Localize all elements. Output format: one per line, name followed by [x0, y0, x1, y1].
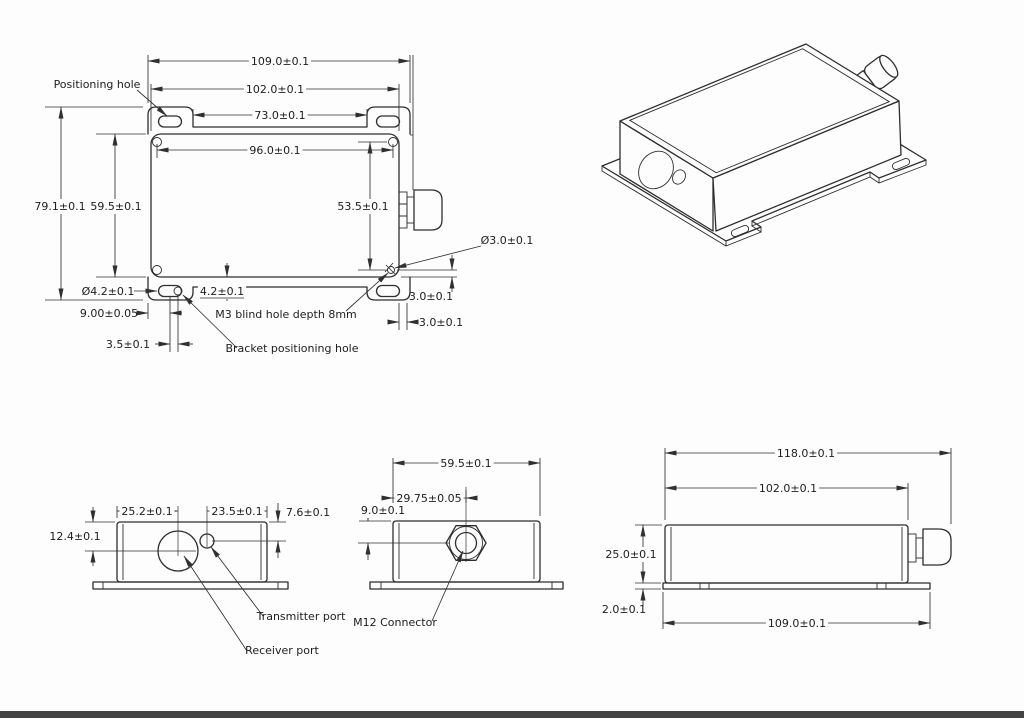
label-receiver-port: Receiver port: [183, 555, 319, 657]
dim-body-length-text: 102.0±0.1: [759, 482, 817, 495]
dim-m12-body-width: 59.5±0.1: [392, 456, 541, 516]
isometric-view: [601, 43, 927, 247]
front-body: [116, 521, 268, 583]
dim-slot-diameter-text: Ø4.2±0.1: [82, 285, 135, 298]
dim-body-height: 25.0±0.1: [603, 524, 662, 584]
dim-body-width: 102.0±0.1: [150, 82, 400, 131]
bracket-positioning-hole: [173, 286, 183, 296]
dim-overall-depth-text: 79.1±0.1: [34, 200, 85, 213]
side-body: [664, 524, 909, 584]
dim-m12-height: 9.0±0.1: [358, 503, 408, 560]
dim-transmitter-offset-text: 23.5±0.1: [211, 505, 262, 518]
dim-body-length: 102.0±0.1: [664, 481, 909, 520]
dim-pin-edge-offset-horizontal: 3.0±0.1: [387, 303, 463, 330]
dim-overall-width-text: 109.0±0.1: [251, 55, 309, 68]
dim-pin-hole-diameter: Ø3.0±0.1: [394, 234, 534, 269]
dim-receiver-offset-text: 25.2±0.1: [121, 505, 172, 518]
dim-pin-edge-offset-horizontal-text: 3.0±0.1: [419, 316, 463, 329]
label-positioning-hole: Positioning hole: [54, 78, 168, 117]
dim-pin-edge-offset-vertical: 3.0±0.1: [397, 255, 457, 303]
dim-body-depth-text: 59.5±0.1: [90, 200, 141, 213]
dim-bracket-thickness: 2.0±0.1: [602, 588, 661, 616]
iso-top-face: [619, 43, 900, 179]
bracket-bottom-strip: [147, 276, 411, 301]
label-bracket-positioning-hole: Bracket positioning hole: [182, 294, 359, 355]
dim-m12-offset-text: 29.75±0.05: [396, 492, 461, 505]
dim-slot-offset-text: 9.00±0.05: [80, 307, 138, 320]
label-m3-note: M3 blind hole depth 8mm: [215, 272, 389, 321]
bottom-edge-bar: [0, 711, 1024, 718]
dim-hole-spacing-horizontal-text: 96.0±0.1: [249, 144, 300, 157]
label-transmitter-port-text: Transmitter port: [256, 610, 346, 623]
dim-hole-spacing-horizontal: 96.0±0.1: [156, 143, 394, 158]
positioning-slot-bottom-right: [375, 284, 401, 298]
dim-m12-body-width-text: 59.5±0.1: [440, 457, 491, 470]
iso-slot-right: [891, 157, 911, 171]
top-view: 109.0±0.1 102.0±0.1 73.0±0.1 96.0±0.1 79…: [32, 54, 533, 355]
dim-hole-spacing-vertical: 53.5±0.1: [335, 141, 391, 271]
iso-plate-thickness: [601, 160, 927, 247]
side-bracket-base: [662, 582, 931, 590]
dim-receiver-height-text: 12.4±0.1: [49, 530, 100, 543]
label-positioning-hole-text: Positioning hole: [54, 78, 141, 91]
dim-pin-edge-offset-vertical-text: 3.0±0.1: [409, 290, 453, 303]
dim-receiver-offset: 25.2±0.1: [116, 504, 268, 519]
dim-body-depth: 59.5±0.1: [88, 133, 146, 278]
front-bracket-base: [92, 581, 289, 590]
iso-transmitter-hole: [672, 169, 686, 185]
m12-view-body: [392, 520, 541, 583]
connector-top-view: [398, 189, 443, 231]
dim-bracket-edge-offset: 4.2±0.1: [197, 263, 247, 301]
dim-overall-depth: 79.1±0.1: [32, 106, 143, 301]
m12-view-base: [369, 581, 564, 590]
dim-bracket-thickness-text: 2.0±0.1: [602, 603, 646, 616]
dim-pin-hole-offset: 3.5±0.1: [106, 297, 193, 352]
dim-m12-height-text: 9.0±0.1: [361, 504, 405, 517]
dim-slot-spacing-text: 73.0±0.1: [254, 109, 305, 122]
bracket-top-strip: [147, 106, 411, 135]
label-m12-connector-text: M12 Connector: [353, 616, 437, 629]
dim-transmitter-height-text: 7.6±0.1: [286, 506, 330, 519]
iso-slot-front: [730, 224, 750, 238]
label-transmitter-port: Transmitter port: [210, 546, 346, 623]
dim-transmitter-height: 7.6±0.1: [269, 503, 330, 558]
dim-bracket-edge-offset-text: 4.2±0.1: [200, 285, 244, 298]
side-connector: [907, 528, 952, 566]
dim-overall-width: 109.0±0.1: [147, 54, 414, 190]
dim-body-height-text: 25.0±0.1: [605, 548, 656, 561]
dim-slot-diameter: Ø4.2±0.1: [82, 285, 158, 298]
dim-bracket-length-text: 109.0±0.1: [768, 617, 826, 630]
pin-hole-bottom-right: [384, 262, 397, 276]
dim-slot-offset: 9.00±0.05: [80, 297, 182, 352]
label-m12-connector: M12 Connector: [353, 550, 464, 629]
label-bracket-positioning-hole-text: Bracket positioning hole: [225, 342, 358, 355]
dim-m12-offset: 29.75±0.05: [381, 490, 478, 506]
side-view: 118.0±0.1 102.0±0.1 25.0±0.1 2.0±0.1 109…: [602, 446, 952, 631]
front-view: 25.2±0.1 23.5±0.1 7.6±0.1 12.4±0.1 Trans…: [47, 503, 346, 657]
dim-bracket-length: 109.0±0.1: [662, 592, 931, 631]
dim-transmitter-offset: 23.5±0.1: [206, 504, 268, 519]
dim-overall-length: 118.0±0.1: [664, 446, 952, 524]
dim-hole-spacing-vertical-text: 53.5±0.1: [337, 200, 388, 213]
label-receiver-port-text: Receiver port: [245, 644, 319, 657]
label-m3-note-text: M3 blind hole depth 8mm: [215, 308, 357, 321]
connector-end-view: 59.5±0.1 29.75±0.05 9.0±0.1 M12 Connecto…: [353, 456, 564, 629]
m3-hole-bottom-left: [152, 265, 162, 275]
iso-lid-seam: [628, 48, 891, 174]
positioning-slot-bottom-left: [157, 284, 183, 298]
dim-pin-hole-offset-text: 3.5±0.1: [106, 338, 150, 351]
front-centerlines: [85, 506, 286, 556]
dim-body-width-text: 102.0±0.1: [246, 83, 304, 96]
positioning-slot-top-right: [375, 115, 401, 128]
iso-receiver-hole: [638, 150, 674, 190]
dim-pin-hole-diameter-text: Ø3.0±0.1: [481, 234, 534, 247]
dim-overall-length-text: 118.0±0.1: [777, 447, 835, 460]
dim-receiver-height: 12.4±0.1: [47, 507, 115, 566]
positioning-slot-top-left: [157, 115, 183, 128]
dim-slot-spacing: 73.0±0.1: [192, 108, 368, 127]
